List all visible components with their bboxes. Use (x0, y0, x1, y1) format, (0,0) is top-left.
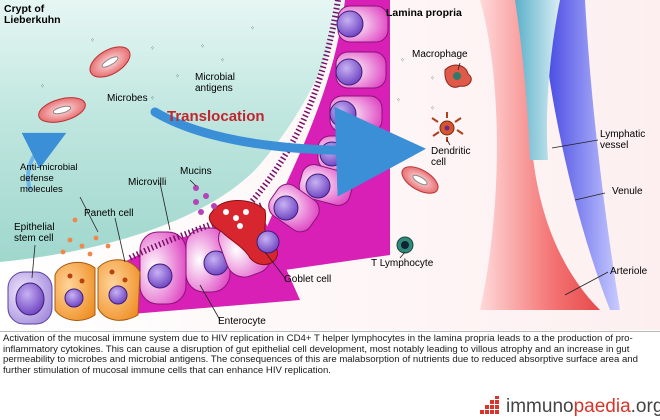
dendritic-cell (431, 112, 464, 142)
arteriole-vessel (480, 0, 600, 310)
translocation-arrow (150, 106, 426, 197)
epithelial-stem-cell-shape (7, 271, 53, 325)
immunopaedia-logo: immunopaedia.org (478, 396, 660, 418)
figure-caption: Activation of the mucosal immune system … (3, 333, 638, 376)
logo-prefix: immuno (506, 396, 574, 417)
t-lymphocyte-label: T Lymphocyte (371, 258, 434, 269)
anti-microbial-label: Anti-microbial defense molecules (20, 162, 78, 195)
lymphatic-vessel-label: Lymphatic vessel (600, 129, 646, 151)
paneth-cell-label: Paneth cell (84, 208, 134, 219)
svg-text:⁘: ⁘ (200, 44, 205, 50)
goblet-cell-shape (208, 199, 280, 266)
svg-text:⁘: ⁘ (40, 84, 45, 90)
crypt-label: Crypt of Lieberkuhn (4, 3, 61, 26)
dendritic-cell-label: Dendritic cell (431, 146, 471, 168)
svg-text:⁘: ⁘ (396, 98, 401, 104)
macrophage-label: Macrophage (412, 49, 468, 60)
microbes-label: Microbes (107, 93, 148, 104)
epithelial-stem-cell-label: Epithelial stem cell (14, 222, 55, 244)
antigen-specks: ⁘ ⁘ ⁘ ⁘ ⁘ ⁘ ⁘ ⁘ ⁘ ⁘ ⁘ ⁘ (40, 26, 435, 112)
svg-text:⁘: ⁘ (150, 46, 155, 52)
lymphatic-vessel (515, 0, 560, 160)
crypt-upward-arrow (21, 132, 67, 191)
svg-text:⁘: ⁘ (430, 106, 435, 112)
svg-text:⁘: ⁘ (220, 58, 225, 64)
crypt-lumen (0, 0, 345, 262)
mucins-label: Mucins (180, 166, 212, 177)
logo-accent: paedia (573, 396, 631, 417)
svg-text:⁘: ⁘ (150, 96, 155, 102)
translocation-label: Translocation (167, 108, 265, 125)
paneth-cells (54, 259, 141, 321)
svg-text:⁘: ⁘ (430, 76, 435, 82)
logo-wordmark: immunopaedia.org (506, 396, 660, 418)
mucin-granules (193, 185, 217, 215)
caption-divider (0, 331, 660, 332)
logo-suffix: .org (630, 396, 660, 417)
venule-label: Venule (612, 186, 643, 197)
microvilli-label: Microvilli (128, 177, 167, 188)
svg-text:⁘: ⁘ (250, 26, 255, 32)
venule-vessel (540, 0, 620, 310)
antimicrobial-molecules (60, 217, 111, 257)
svg-text:⁘: ⁘ (400, 58, 405, 64)
enterocyte-label: Enterocyte (218, 316, 266, 327)
diagram-canvas: ⁘ ⁘ ⁘ ⁘ ⁘ ⁘ ⁘ ⁘ ⁘ ⁘ ⁘ ⁘ (0, 0, 660, 330)
svg-text:⁘: ⁘ (90, 38, 95, 44)
microbial-antigens-label: Microbial antigens (195, 72, 236, 94)
logo-mark-icon (480, 396, 499, 414)
t-lymphocyte-cell (396, 236, 414, 254)
svg-text:⁘: ⁘ (175, 74, 180, 80)
leader-lines (31, 62, 609, 321)
diagram-svg: ⁘ ⁘ ⁘ ⁘ ⁘ ⁘ ⁘ ⁘ ⁘ ⁘ ⁘ ⁘ (0, 0, 660, 330)
goblet-cell-label: Goblet cell (284, 274, 332, 285)
lamina-propria-label: Lamina propria (386, 7, 462, 19)
arteriole-label: Arteriole (610, 266, 648, 277)
macrophage-cell (444, 64, 472, 88)
